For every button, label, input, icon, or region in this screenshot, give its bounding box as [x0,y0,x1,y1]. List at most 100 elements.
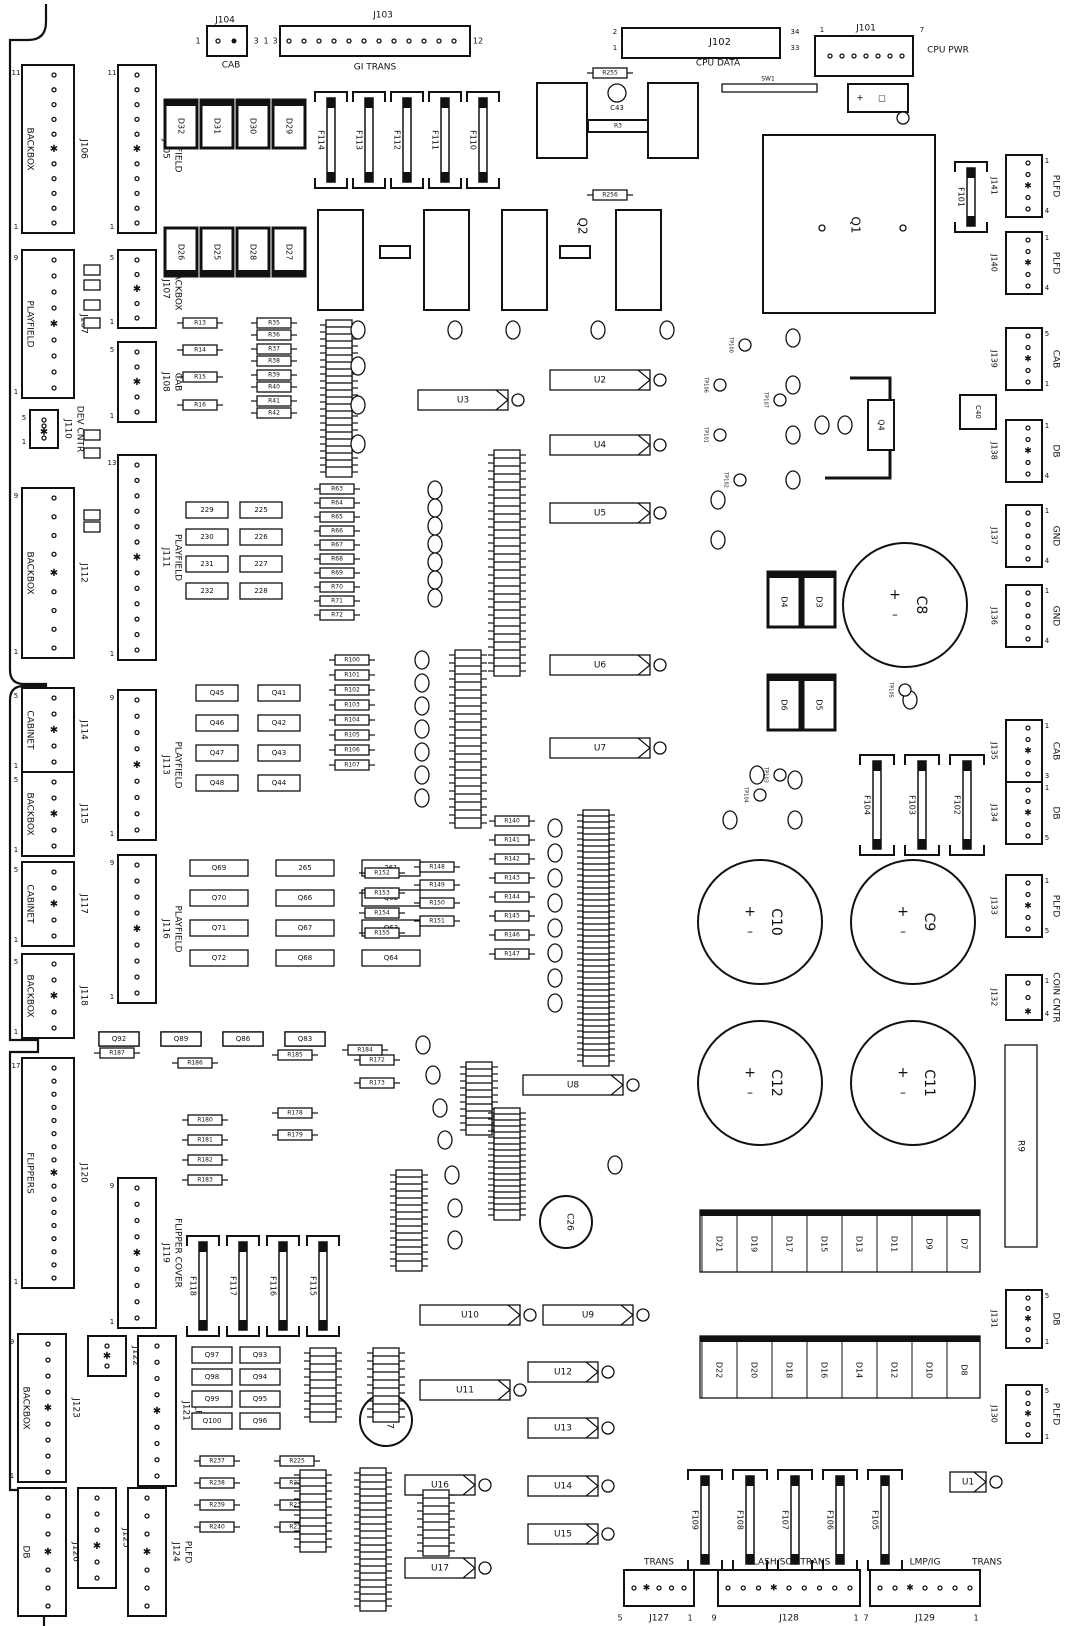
q-block [317,209,364,311]
fuse-cap [279,1320,287,1330]
transistor-label: Q96 [253,1417,268,1425]
cap-minus: – [747,925,753,939]
pin-number: 1 [1045,1338,1049,1346]
connector-ref: J141 [990,176,999,195]
fuse-body [440,97,450,183]
pin-dot [144,1603,150,1609]
pin-dot [51,1025,57,1031]
pin-dot [922,1585,928,1591]
fuse-clip [390,91,424,189]
small-capacitor [837,415,853,435]
ic-cap [626,1078,640,1092]
pin-star: ✱ [133,553,141,564]
transistor [239,501,283,519]
fuse-label: F111 [431,130,440,150]
pin-dot [51,961,57,967]
pin-dot [1025,544,1031,551]
pin-number: 9 [14,492,18,500]
small-capacitor [785,328,801,348]
fuse-clip [867,1469,903,1571]
j103-sub: GI TRANS [354,63,397,73]
pin-dot [51,695,57,701]
pin-dot [391,38,397,44]
connector-name: PLFD [193,1400,203,1423]
diode-label: D5 [815,699,824,710]
connector-ref: J140 [990,253,999,272]
transistor [191,1412,233,1430]
transistor-label: 228 [254,587,267,595]
diode-d6 [766,673,802,732]
q1-body [762,134,936,314]
transistor [222,1031,264,1047]
resistor [494,929,530,941]
row-band [700,1336,980,1342]
pin-dot [952,1585,958,1591]
q1-hole [899,224,907,232]
connector-j126 [17,1487,67,1617]
diode-d22: D22 [715,1362,724,1378]
pin-number: 1 [1045,507,1049,515]
pin-dot [134,974,140,980]
pin-dot [134,990,140,996]
pin-number: 9 [110,859,114,867]
pin-number: 1 [110,223,114,231]
pin-dot [45,1513,51,1519]
pin-star: ✱ [44,1547,52,1558]
pin-dot [51,843,57,849]
pin-dot [134,1185,140,1191]
resistor-label: R100 [344,657,360,664]
pin-dot [134,570,140,576]
fuse-clip [306,1235,340,1337]
fuse-cap [881,1554,889,1564]
transistor-label: Q67 [298,924,312,932]
transistor-label: 227 [254,560,267,568]
pin-dot [134,1217,140,1224]
pin-dot [51,1091,57,1097]
resistor-label: R71 [331,598,343,605]
pin-dot [51,1196,57,1202]
diode-d20: D20 [750,1362,759,1378]
pin-dot [134,713,140,719]
ic-cap [653,741,667,755]
fuse-label: F113 [355,130,364,150]
pin-dot [94,1575,100,1581]
fuse [306,1235,340,1337]
pin-number: 1 [10,1472,14,1480]
u12-label: U12 [554,1368,572,1378]
pin-dot [154,1375,160,1382]
resistor [372,1411,400,1423]
q-link [587,119,649,133]
pin-dot [134,862,140,868]
resistor-label: R145 [504,913,520,920]
connector-name: PLFD [1051,175,1061,198]
diode-label: D4 [780,596,789,607]
pin-star: ✱ [1024,1008,1032,1018]
pin-number: 1 [14,388,18,396]
pin-number: 17 [12,1062,21,1070]
fuse-cap [881,1476,889,1486]
fuse-cap [403,172,411,182]
transistor-label: Q92 [112,1035,126,1043]
resistor [319,567,355,579]
pin-dot [887,53,893,59]
pin-dot [134,300,140,307]
pin-dot [51,711,57,717]
pin-dot [816,1585,823,1591]
pin-number: 1 [1045,877,1049,885]
pin-dot [877,1585,883,1591]
transistor-label: Q69 [212,864,226,872]
resistor-label: R14 [194,347,206,354]
ic-notch [497,1379,511,1401]
pin-dot [134,87,140,93]
fuse-clip [859,754,895,856]
transistor-label: 230 [200,533,213,541]
pin-dot [1025,206,1031,212]
pin-dot [1025,590,1031,596]
small-capacitor [785,470,801,490]
resistor [256,407,292,419]
fuse-label: F116 [269,1276,278,1296]
fuse-cap [746,1476,754,1486]
resistor [359,1600,387,1612]
pin-dot [51,1144,57,1150]
pin-dot [134,349,140,355]
